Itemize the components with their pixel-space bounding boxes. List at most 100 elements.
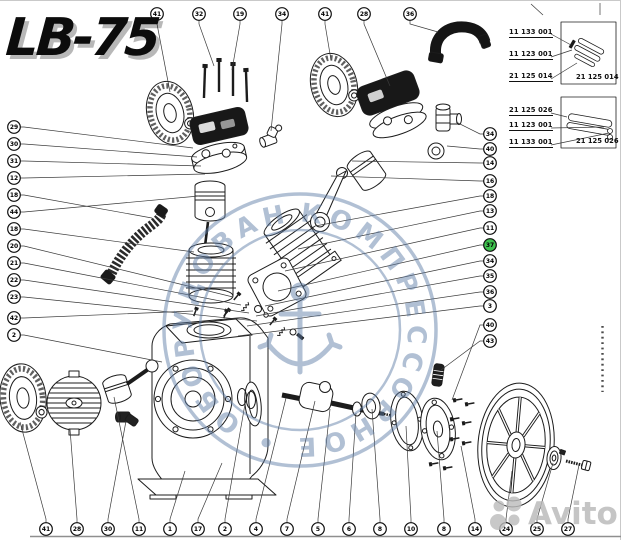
- svg-text:25: 25: [533, 526, 541, 533]
- callout-left-23: 23: [7, 290, 21, 304]
- callout-left-44: 44: [7, 205, 21, 219]
- svg-text:30: 30: [104, 526, 112, 533]
- valve-plate-left: [191, 141, 248, 174]
- leader-line-14: [460, 445, 476, 529]
- part-number-label: 11 133 001: [509, 138, 553, 148]
- head-cover-left: [189, 106, 249, 146]
- svg-text:32: 32: [195, 11, 203, 18]
- svg-text:19: 19: [236, 11, 244, 18]
- air-filter-top-right: [304, 48, 364, 121]
- callout-bottom-6: 6: [342, 522, 356, 536]
- callout-right-40: 40: [483, 142, 497, 156]
- crankcase-cover-plate: [420, 397, 456, 461]
- leader-line-31: [14, 160, 202, 167]
- svg-text:40: 40: [486, 146, 494, 153]
- callout-right-18: 18: [483, 189, 497, 203]
- callout-right-14: 14: [483, 156, 497, 170]
- callout-left-18: 18: [7, 222, 21, 236]
- flywheel-bolt: [565, 459, 592, 472]
- avito-logo-icon: [490, 496, 522, 530]
- part-number-label: 21 125 014: [509, 72, 553, 82]
- callout-top-28: 28: [357, 7, 371, 21]
- leader-line-19: [231, 14, 241, 71]
- callout-right-40: 40: [483, 318, 497, 332]
- small-pulley: [546, 446, 562, 470]
- callout-bottom-8: 8: [437, 522, 451, 536]
- leader-line-41: [19, 421, 47, 529]
- leader-line-41: [156, 14, 171, 93]
- svg-text:43: 43: [486, 338, 494, 345]
- callout-bottom-2: 2: [218, 522, 232, 536]
- anchor-emblem: [257, 282, 343, 375]
- callout-bottom-14: 14: [468, 522, 482, 536]
- svg-text:5: 5: [316, 526, 320, 533]
- callout-top-19: 19: [233, 7, 247, 21]
- inset-box-bottom: [550, 96, 617, 149]
- leader-line-28: [363, 14, 391, 87]
- svg-text:18: 18: [10, 192, 18, 199]
- callout-left-31: 31: [7, 154, 21, 168]
- svg-text:28: 28: [360, 11, 368, 18]
- callout-left-12: 12: [7, 171, 21, 185]
- part-number-label: 11 123 001: [509, 121, 553, 131]
- callout-right-16: 16: [483, 174, 497, 188]
- flywheel: [477, 382, 555, 508]
- svg-text:22: 22: [10, 277, 18, 284]
- callout-right-34: 34: [483, 254, 497, 268]
- svg-text:4: 4: [254, 526, 258, 533]
- piston-bottom: [102, 359, 159, 404]
- callout-bottom-28: 28: [70, 522, 84, 536]
- avito-wordmark: Avito: [528, 496, 618, 532]
- callout-right-35: 35: [483, 269, 497, 283]
- head-cover-right: [356, 70, 427, 139]
- svg-text:41: 41: [153, 11, 161, 18]
- svg-text:30: 30: [10, 141, 18, 148]
- shaft-key: [558, 448, 567, 456]
- svg-text:23: 23: [10, 294, 18, 301]
- corrugated-hose: [100, 204, 168, 285]
- part-number-label: 11 123 001: [509, 50, 553, 60]
- avito-watermark: Avito: [489, 496, 618, 532]
- callout-left-29: 29: [7, 120, 21, 134]
- svg-text:18: 18: [10, 226, 18, 233]
- callout-left-22: 22: [7, 273, 21, 287]
- callout-bottom-5: 5: [311, 522, 325, 536]
- svg-text:1: 1: [168, 526, 172, 533]
- callout-left-2: 2: [7, 328, 21, 342]
- svg-text:18: 18: [486, 193, 494, 200]
- callout-right-43: 43: [483, 334, 497, 348]
- elbow-fitting-center: [259, 124, 283, 148]
- leader-line-30: [107, 420, 127, 529]
- callout-right-13: 13: [483, 204, 497, 218]
- svg-text:35: 35: [486, 273, 494, 280]
- callout-top-34: 34: [275, 7, 289, 21]
- svg-text:40: 40: [486, 322, 494, 329]
- svg-text:24: 24: [502, 526, 510, 533]
- callout-top-41: 41: [150, 7, 164, 21]
- elbow-fitting-bottom: [115, 411, 139, 427]
- svg-text:34: 34: [486, 258, 494, 265]
- callout-right-37: 37: [483, 238, 497, 252]
- callout-left-21: 21: [7, 256, 21, 270]
- svg-text:44: 44: [10, 209, 18, 216]
- page-title: LB-75: [3, 8, 160, 68]
- svg-text:11: 11: [486, 225, 494, 232]
- callout-bottom-25: 25: [530, 522, 544, 536]
- leader-line-32: [198, 14, 215, 67]
- callout-bottom-27: 27: [561, 522, 575, 536]
- svg-text:14: 14: [471, 526, 479, 533]
- rubber-hose-elbow: [428, 21, 492, 64]
- svg-text:17: 17: [194, 526, 202, 533]
- leader-line-43: [440, 340, 490, 371]
- check-valve: [427, 142, 445, 160]
- svg-text:2: 2: [223, 526, 227, 533]
- leader-line-12: [14, 173, 206, 179]
- callout-bottom-7: 7: [280, 522, 294, 536]
- svg-text:29: 29: [10, 124, 18, 131]
- callout-left-20: 20: [7, 239, 21, 253]
- svg-text:20: 20: [10, 243, 18, 250]
- callout-bottom-4: 4: [249, 522, 263, 536]
- leader-line-40: [451, 324, 490, 401]
- callout-bottom-11: 11: [132, 522, 146, 536]
